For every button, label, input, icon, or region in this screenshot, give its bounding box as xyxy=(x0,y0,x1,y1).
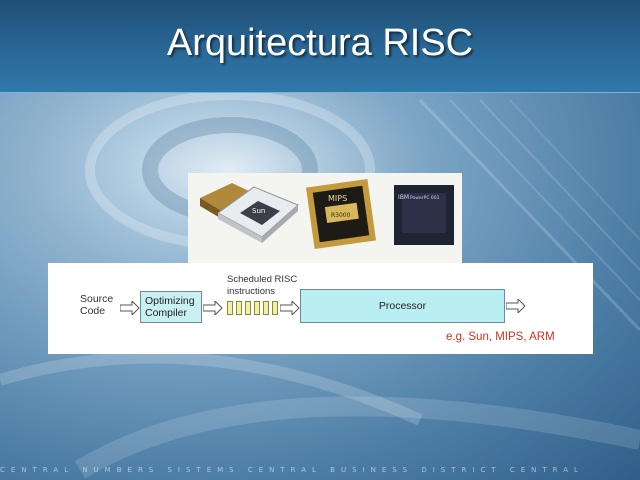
instruction-block xyxy=(263,301,269,315)
instruction-block xyxy=(227,301,233,315)
slide-title: Arquitectura RISC xyxy=(166,22,474,64)
processor-box: Processor xyxy=(300,289,505,323)
source-code-label: Source Code xyxy=(80,293,114,317)
processor-label: Processor xyxy=(378,300,427,312)
chip-photo: Sun MIPS R3000 IBM PowerPC 601 xyxy=(188,173,462,263)
chip-brand-3: IBM xyxy=(398,194,409,201)
footer-decorative-text: CENTRAL NUMBERS SISTEMS CENTRAL BUSINESS… xyxy=(0,466,584,474)
cpu-chip-powerpc: IBM PowerPC 601 xyxy=(394,185,454,245)
cpu-chip-mips: MIPS R3000 xyxy=(305,178,377,250)
optimizing-compiler-label: Optimizing Compiler xyxy=(145,295,195,319)
cpu-chip-sun: Sun xyxy=(217,186,299,243)
chip-model-3: PowerPC 601 xyxy=(410,195,440,201)
instruction-block xyxy=(236,301,242,315)
chip-model-2: R3000 xyxy=(331,212,351,219)
optimizing-compiler-box: Optimizing Compiler xyxy=(140,291,202,323)
arrow-compiler-to-instructions xyxy=(203,301,223,315)
risc-pipeline-diagram: Source Code Optimizing Compiler Schedule… xyxy=(48,263,593,354)
chip-brand-2: MIPS xyxy=(328,194,347,203)
chip-illustration: Sun MIPS R3000 IBM PowerPC 601 xyxy=(200,178,454,250)
instruction-block xyxy=(245,301,251,315)
scheduled-instructions-label: Scheduled RISC instructions xyxy=(227,274,298,297)
arrow-processor-output xyxy=(506,299,526,313)
arrow-source-to-compiler xyxy=(120,301,140,315)
arrow-instructions-to-processor xyxy=(280,301,300,315)
instruction-block xyxy=(272,301,278,315)
title-band xyxy=(0,0,640,93)
risc-examples-label: e.g. Sun, MIPS, ARM xyxy=(446,331,555,343)
instruction-block xyxy=(254,301,260,315)
chip-brand-1: Sun xyxy=(252,207,265,215)
